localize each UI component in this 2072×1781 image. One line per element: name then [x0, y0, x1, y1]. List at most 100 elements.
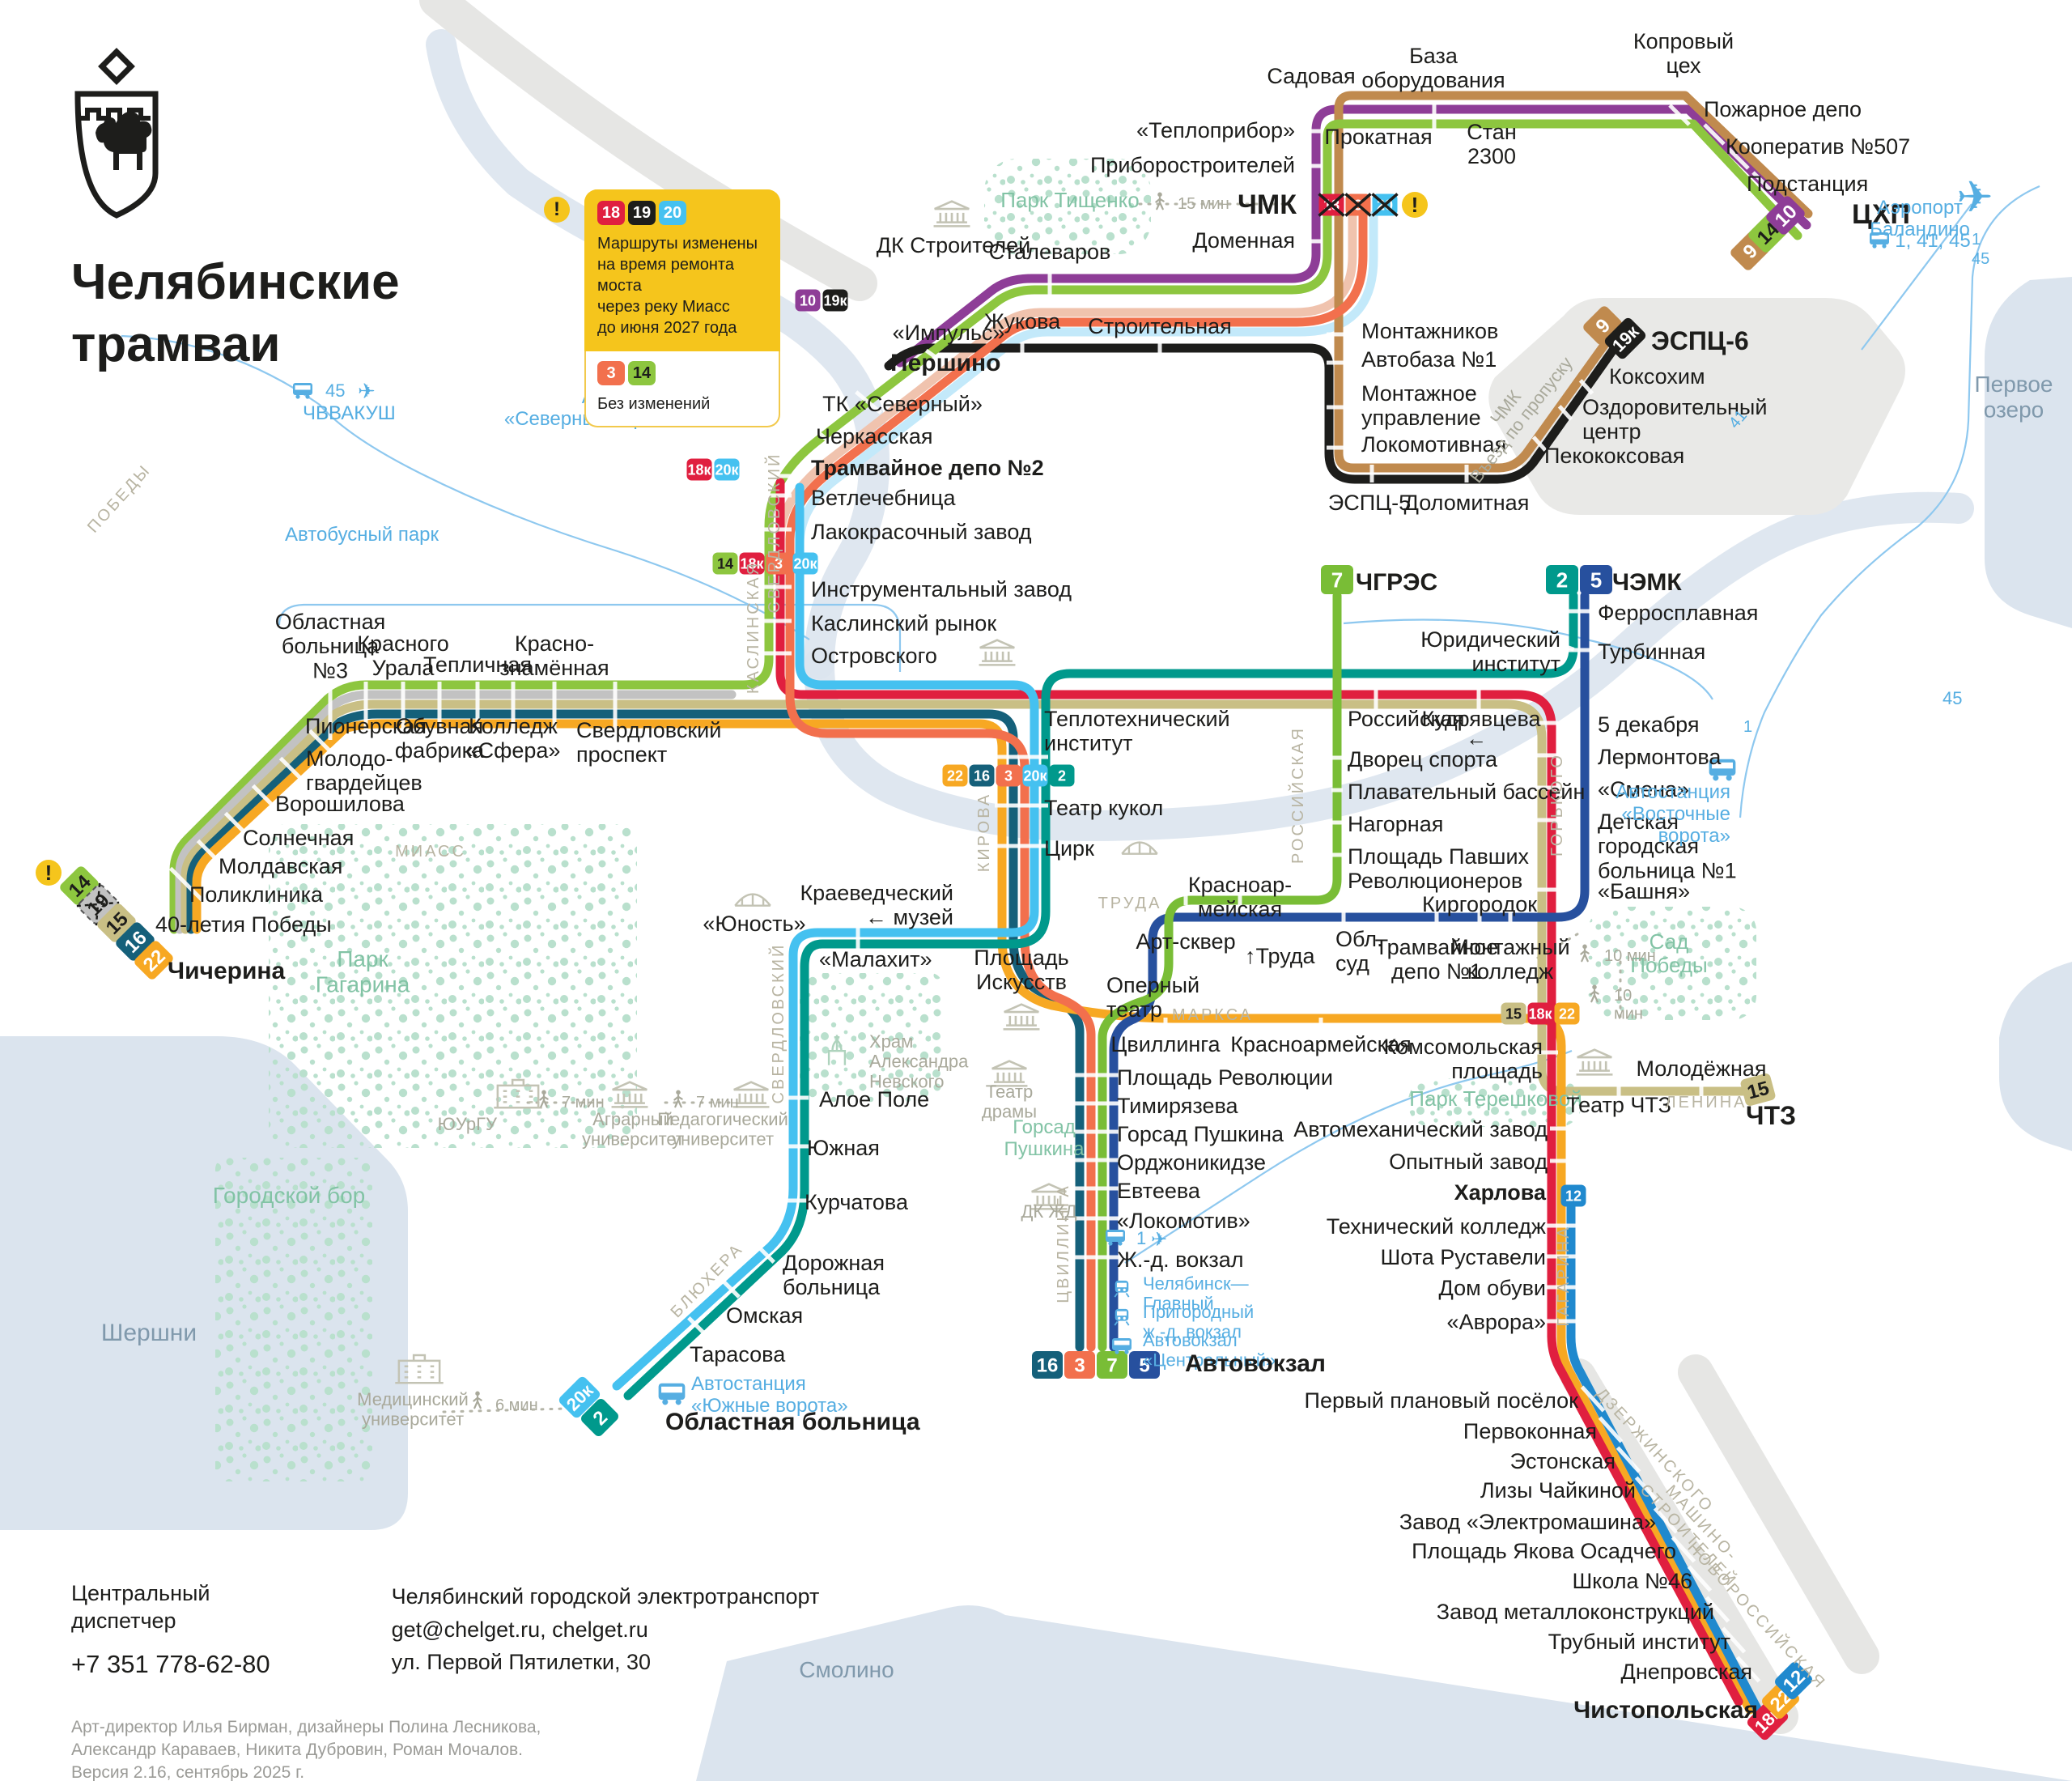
svg-text:22: 22 — [947, 767, 963, 784]
route-badge-22: 22 — [134, 941, 173, 980]
map-label: Завод металлоконструкций — [1437, 1600, 1714, 1624]
map-label: Колледж«Сфера» — [466, 714, 561, 763]
map-label: Смолино — [799, 1657, 894, 1682]
svg-text:18к: 18к — [1528, 1005, 1552, 1022]
route-badge-7: 7 — [1321, 565, 1353, 594]
map-label: Площадь Революции — [1117, 1065, 1333, 1090]
notice-unchanged-text: Без изменений — [597, 395, 711, 413]
station-tick — [1687, 1565, 1713, 1592]
map-label: Орджоникидзе — [1117, 1150, 1266, 1175]
map-label: МАРКСА — [1172, 1006, 1253, 1024]
map-label: КИРОВА — [975, 793, 993, 873]
map-label: ГАГАРИНА — [1555, 1225, 1573, 1326]
station-tick — [1616, 1446, 1641, 1473]
map-label: 1 — [1136, 1228, 1146, 1248]
map-label: Эстонская — [1510, 1449, 1616, 1473]
map-label: РОССИЙСКАЯ — [1288, 726, 1307, 864]
station-tick — [1735, 1656, 1761, 1683]
route-badge-2: 2 — [1546, 565, 1578, 594]
dispatcher-label: Центральный диспетчер — [71, 1581, 210, 1633]
park-texture — [215, 1158, 374, 1481]
map-label: Первый плановый посёлок — [1305, 1388, 1579, 1413]
map-label: «Смена» — [1598, 777, 1689, 801]
map-label: «Аврора» — [1447, 1310, 1546, 1334]
tram-line-18к — [775, 478, 1743, 1707]
route-badge-5: 5 — [1129, 1351, 1160, 1379]
map-label: КАСЛИНСКАЯ — [745, 561, 762, 694]
route-badge-20: 20 — [1371, 193, 1399, 217]
tram-line-5 — [1109, 591, 1590, 1352]
park-areas — [215, 159, 1756, 1481]
map-label: «Теплоприбор» — [1136, 118, 1295, 142]
map-label: Челябинск—Главный — [1143, 1273, 1249, 1314]
map-label: ✈ — [358, 379, 376, 403]
map-label: Первоконная — [1463, 1419, 1597, 1443]
map-label: Трамвайное депо №2 — [811, 456, 1044, 480]
map-label: ЧЭМК — [1612, 569, 1682, 596]
map-label: Чистопольская — [1573, 1697, 1758, 1724]
tram-line-12 — [1566, 1187, 1766, 1721]
station-tick — [1531, 436, 1548, 452]
map-label: Российская — [1348, 707, 1465, 731]
river-segment — [426, 29, 890, 679]
map-label: Тимирязева — [1117, 1094, 1238, 1118]
map-label: ✈ — [1151, 1229, 1167, 1251]
map-label: ЧТЗ — [1746, 1101, 1796, 1130]
route-badge-19: 19 — [628, 201, 656, 225]
map-label: ЛЕНИНА — [1665, 1094, 1747, 1112]
map-label: Прокатная — [1324, 125, 1432, 149]
walk-icon — [1155, 192, 1165, 210]
road — [1678, 1354, 1879, 1674]
map-label: Сталеваров — [989, 240, 1111, 264]
station-tick — [723, 1281, 741, 1299]
map-label: Киргородок — [1422, 892, 1537, 916]
map-label: 40-летия Победы — [155, 912, 332, 937]
map-label: 7 мин — [562, 1094, 605, 1112]
map-label: Кооператив №507 — [1726, 134, 1910, 159]
map-label: Парк Тищенко — [1000, 188, 1140, 212]
walk-icon — [673, 1090, 683, 1108]
map-label: МИАСС — [395, 843, 466, 861]
map-label: Плавательный бассейн — [1348, 780, 1585, 804]
tram-line-9 — [1334, 91, 1813, 473]
map-label: Пионерская — [305, 714, 427, 738]
camel-silhouette — [96, 111, 152, 170]
svg-text:3: 3 — [1074, 1355, 1085, 1377]
route-badge-3: 3 — [597, 361, 625, 385]
route-badge-3: 3 — [996, 764, 1021, 787]
route-badge-16: 16 — [969, 764, 995, 787]
station-tick — [1671, 1536, 1696, 1563]
warning-icon: ! — [1402, 192, 1428, 218]
bus-icon — [658, 1383, 686, 1405]
svg-text:20к: 20к — [1023, 767, 1047, 784]
map-label: Першино — [890, 350, 1000, 376]
route-badge-22: 22 — [1554, 1002, 1580, 1025]
map-label: ЧВВАКУШ — [303, 402, 396, 424]
svg-text:19к: 19к — [823, 292, 847, 308]
map-label: Автовокзал — [1185, 1350, 1326, 1377]
map-label: 1 — [1972, 231, 1981, 249]
map-label: Школа №46 — [1572, 1569, 1692, 1593]
route-badge-15: 15 — [1501, 1002, 1526, 1025]
svg-text:3: 3 — [1004, 767, 1013, 784]
map-label: Курчатова — [805, 1190, 909, 1214]
tram-line-20s — [795, 210, 1378, 572]
build-icon — [1575, 1048, 1614, 1076]
train-icon — [1114, 1308, 1130, 1326]
map-label: Днепровская — [1621, 1660, 1752, 1684]
station-tick — [251, 784, 296, 829]
